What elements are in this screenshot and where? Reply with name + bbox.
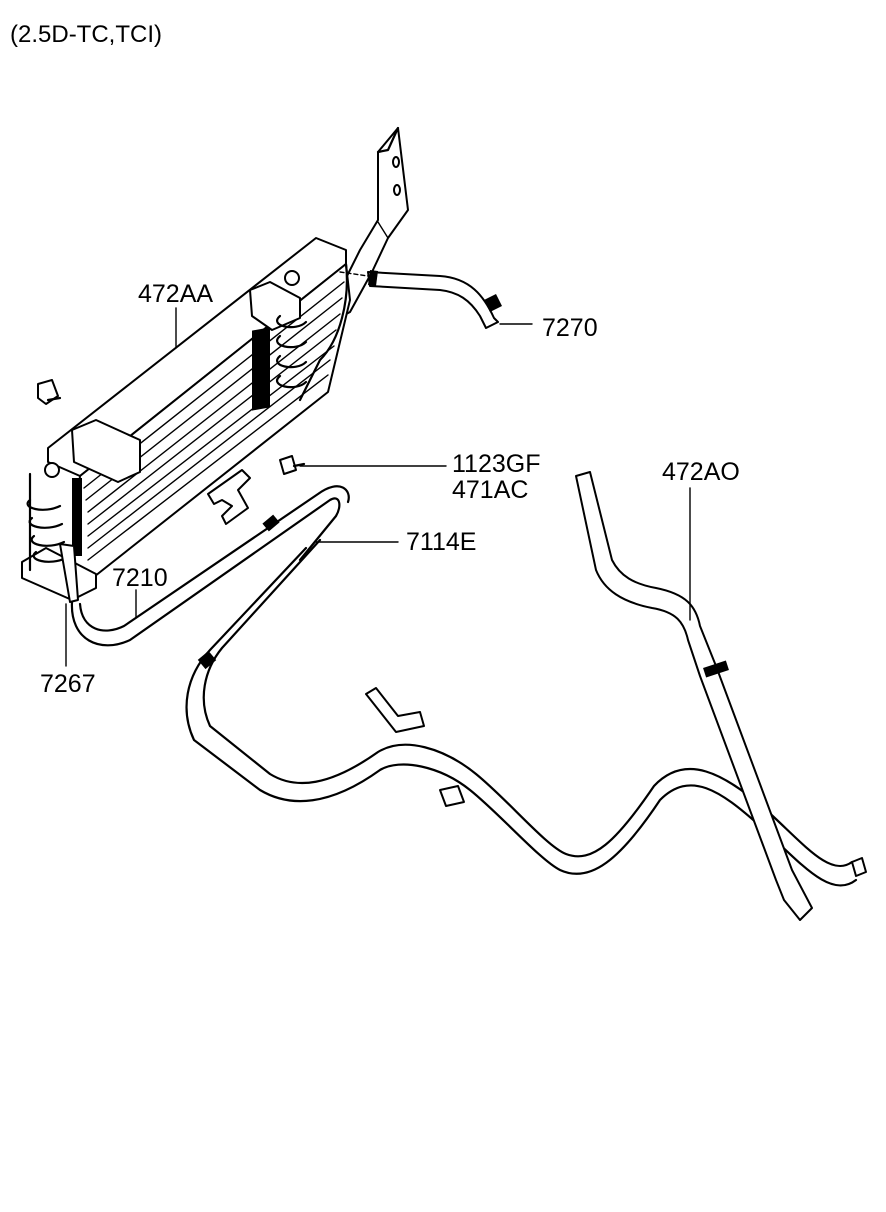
- hose-7270: [339, 270, 502, 329]
- label-471ac: 471AC: [452, 476, 528, 504]
- label-7270: 7270: [542, 314, 598, 342]
- label-472aa: 472AA: [138, 280, 213, 308]
- label-7210: 7210: [112, 564, 168, 592]
- pipe-7210: [59, 485, 350, 647]
- variant-header: (2.5D-TC,TCI): [10, 21, 162, 48]
- elbow-hose: [365, 687, 425, 733]
- leader-lines: [65, 307, 691, 667]
- label-1123gf: 1123GF: [452, 450, 540, 478]
- label-472ao: 472AO: [662, 458, 740, 486]
- bolt-icon: [37, 379, 62, 405]
- hose-assy-472ao: [575, 471, 813, 921]
- label-7267: 7267: [40, 670, 96, 698]
- bolt-1123gf: [279, 455, 306, 475]
- clamp-471ac: [207, 469, 251, 525]
- mounting-bracket: [334, 126, 409, 321]
- label-7114e: 7114E: [406, 528, 476, 556]
